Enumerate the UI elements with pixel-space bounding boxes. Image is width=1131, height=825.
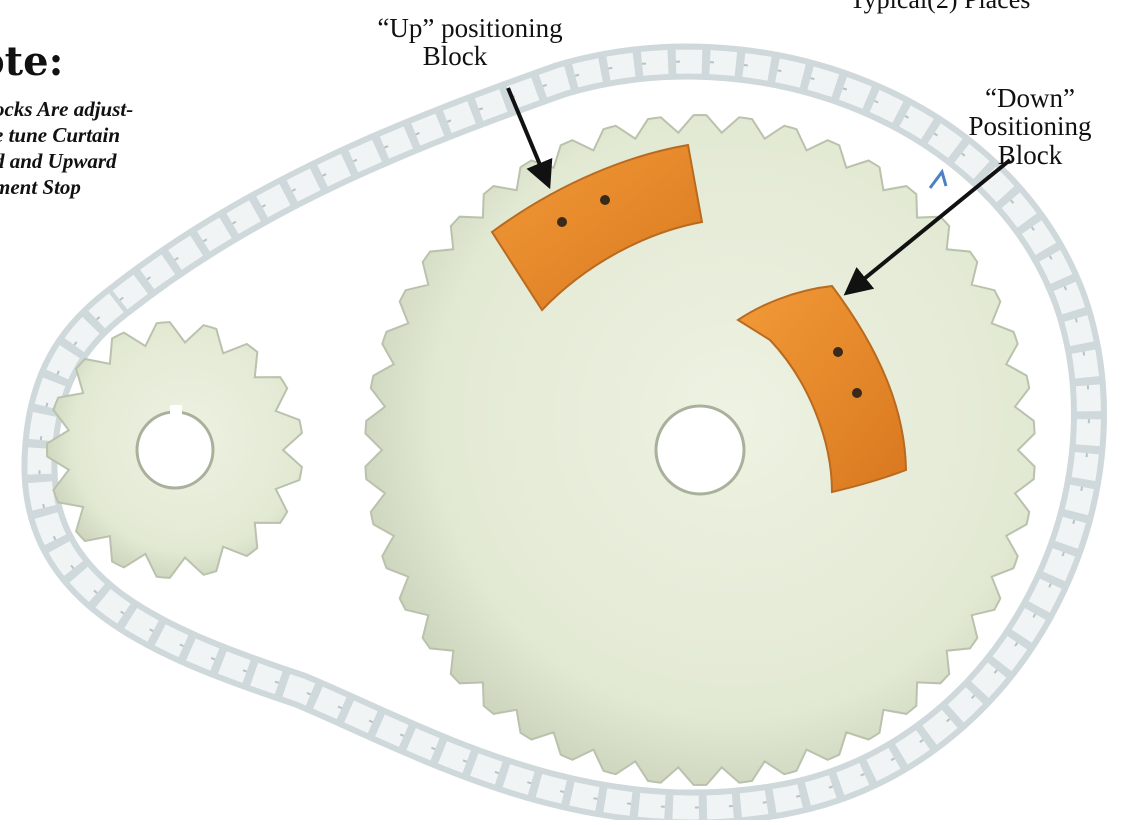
down-block-label: “Down” Positioning Block (930, 84, 1130, 169)
note-line: d and Upward (0, 148, 234, 174)
note-line: ocks Are adjust- (0, 96, 234, 122)
block-bolt-hole (557, 217, 567, 227)
small-sprocket-keyway (170, 405, 182, 417)
down-block-label-line2: Positioning (930, 112, 1130, 140)
block-bolt-hole (852, 388, 862, 398)
typical-places-label: Typical(2) Places (815, 0, 1065, 13)
down-block-label-line1: “Down” (930, 84, 1130, 112)
up-block-label: “Up” positioning Block (320, 14, 620, 71)
up-block-label-line1: “Up” positioning (320, 14, 620, 42)
small-sprocket (47, 322, 302, 578)
up-block-label-line2: Block (290, 42, 620, 70)
block-bolt-hole (600, 195, 610, 205)
down-block-label-line3: Block (930, 141, 1130, 169)
note-line: ment Stop (0, 174, 234, 200)
note-line: e tune Curtain (0, 122, 234, 148)
note-body: ocks Are adjust- e tune Curtain d and Up… (0, 96, 234, 200)
small-sprocket-bore-hole (137, 412, 213, 488)
note-heading: ote: (0, 38, 63, 85)
block-bolt-hole (833, 347, 843, 357)
blue-mark (930, 172, 946, 188)
big-sprocket-bore-hole (656, 406, 744, 494)
typical-places-text: Typical(2) Places (850, 0, 1031, 14)
